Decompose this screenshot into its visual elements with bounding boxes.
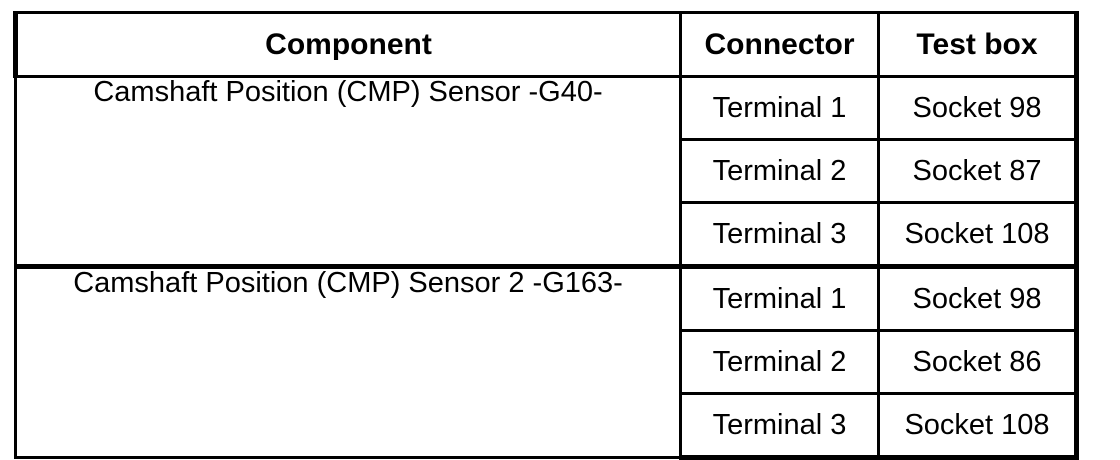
connector-cell: Terminal 3 [679,392,880,460]
component-name-cell: Camshaft Position (CMP) Sensor 2 -G163- [14,264,682,459]
table-row: Terminal 3 Socket 108 [16,201,1079,268]
table-row: Terminal 2 Socket 87 [16,138,1079,204]
test-box-cell: Socket 108 [877,392,1079,460]
table-header: Component Connector Test box [13,11,1079,78]
table-row: Terminal 2 Socket 86 [16,329,1079,395]
test-box-cell: Socket 98 [877,264,1079,332]
component-name-cell: Camshaft Position (CMP) Sensor -G40- [14,75,682,268]
connector-cell: Terminal 3 [679,201,880,268]
spec-table-container: Component Connector Test box Camshaft Po… [13,11,1079,460]
table-row: Camshaft Position (CMP) Sensor 2 -G163- … [14,264,1079,459]
table-body: Camshaft Position (CMP) Sensor -G40- Ter… [14,75,1079,460]
connector-cell: Terminal 2 [679,329,880,395]
column-header-component: Component [13,11,682,78]
test-box-cell: Socket 98 [877,75,1079,141]
test-box-cell: Socket 108 [877,201,1079,268]
header-row: Component Connector Test box [13,11,1079,78]
connector-cell: Terminal 2 [679,138,880,204]
column-header-connector: Connector [679,11,880,78]
table-row: Camshaft Position (CMP) Sensor -G40- Ter… [14,75,1079,268]
connector-cell: Terminal 1 [679,75,880,141]
column-header-test-box: Test box [877,11,1079,78]
test-box-cell: Socket 86 [877,329,1079,395]
test-box-cell: Socket 87 [877,138,1079,204]
connector-cell: Terminal 1 [679,264,880,332]
component-connector-testbox-table: Component Connector Test box Camshaft Po… [13,11,1079,460]
